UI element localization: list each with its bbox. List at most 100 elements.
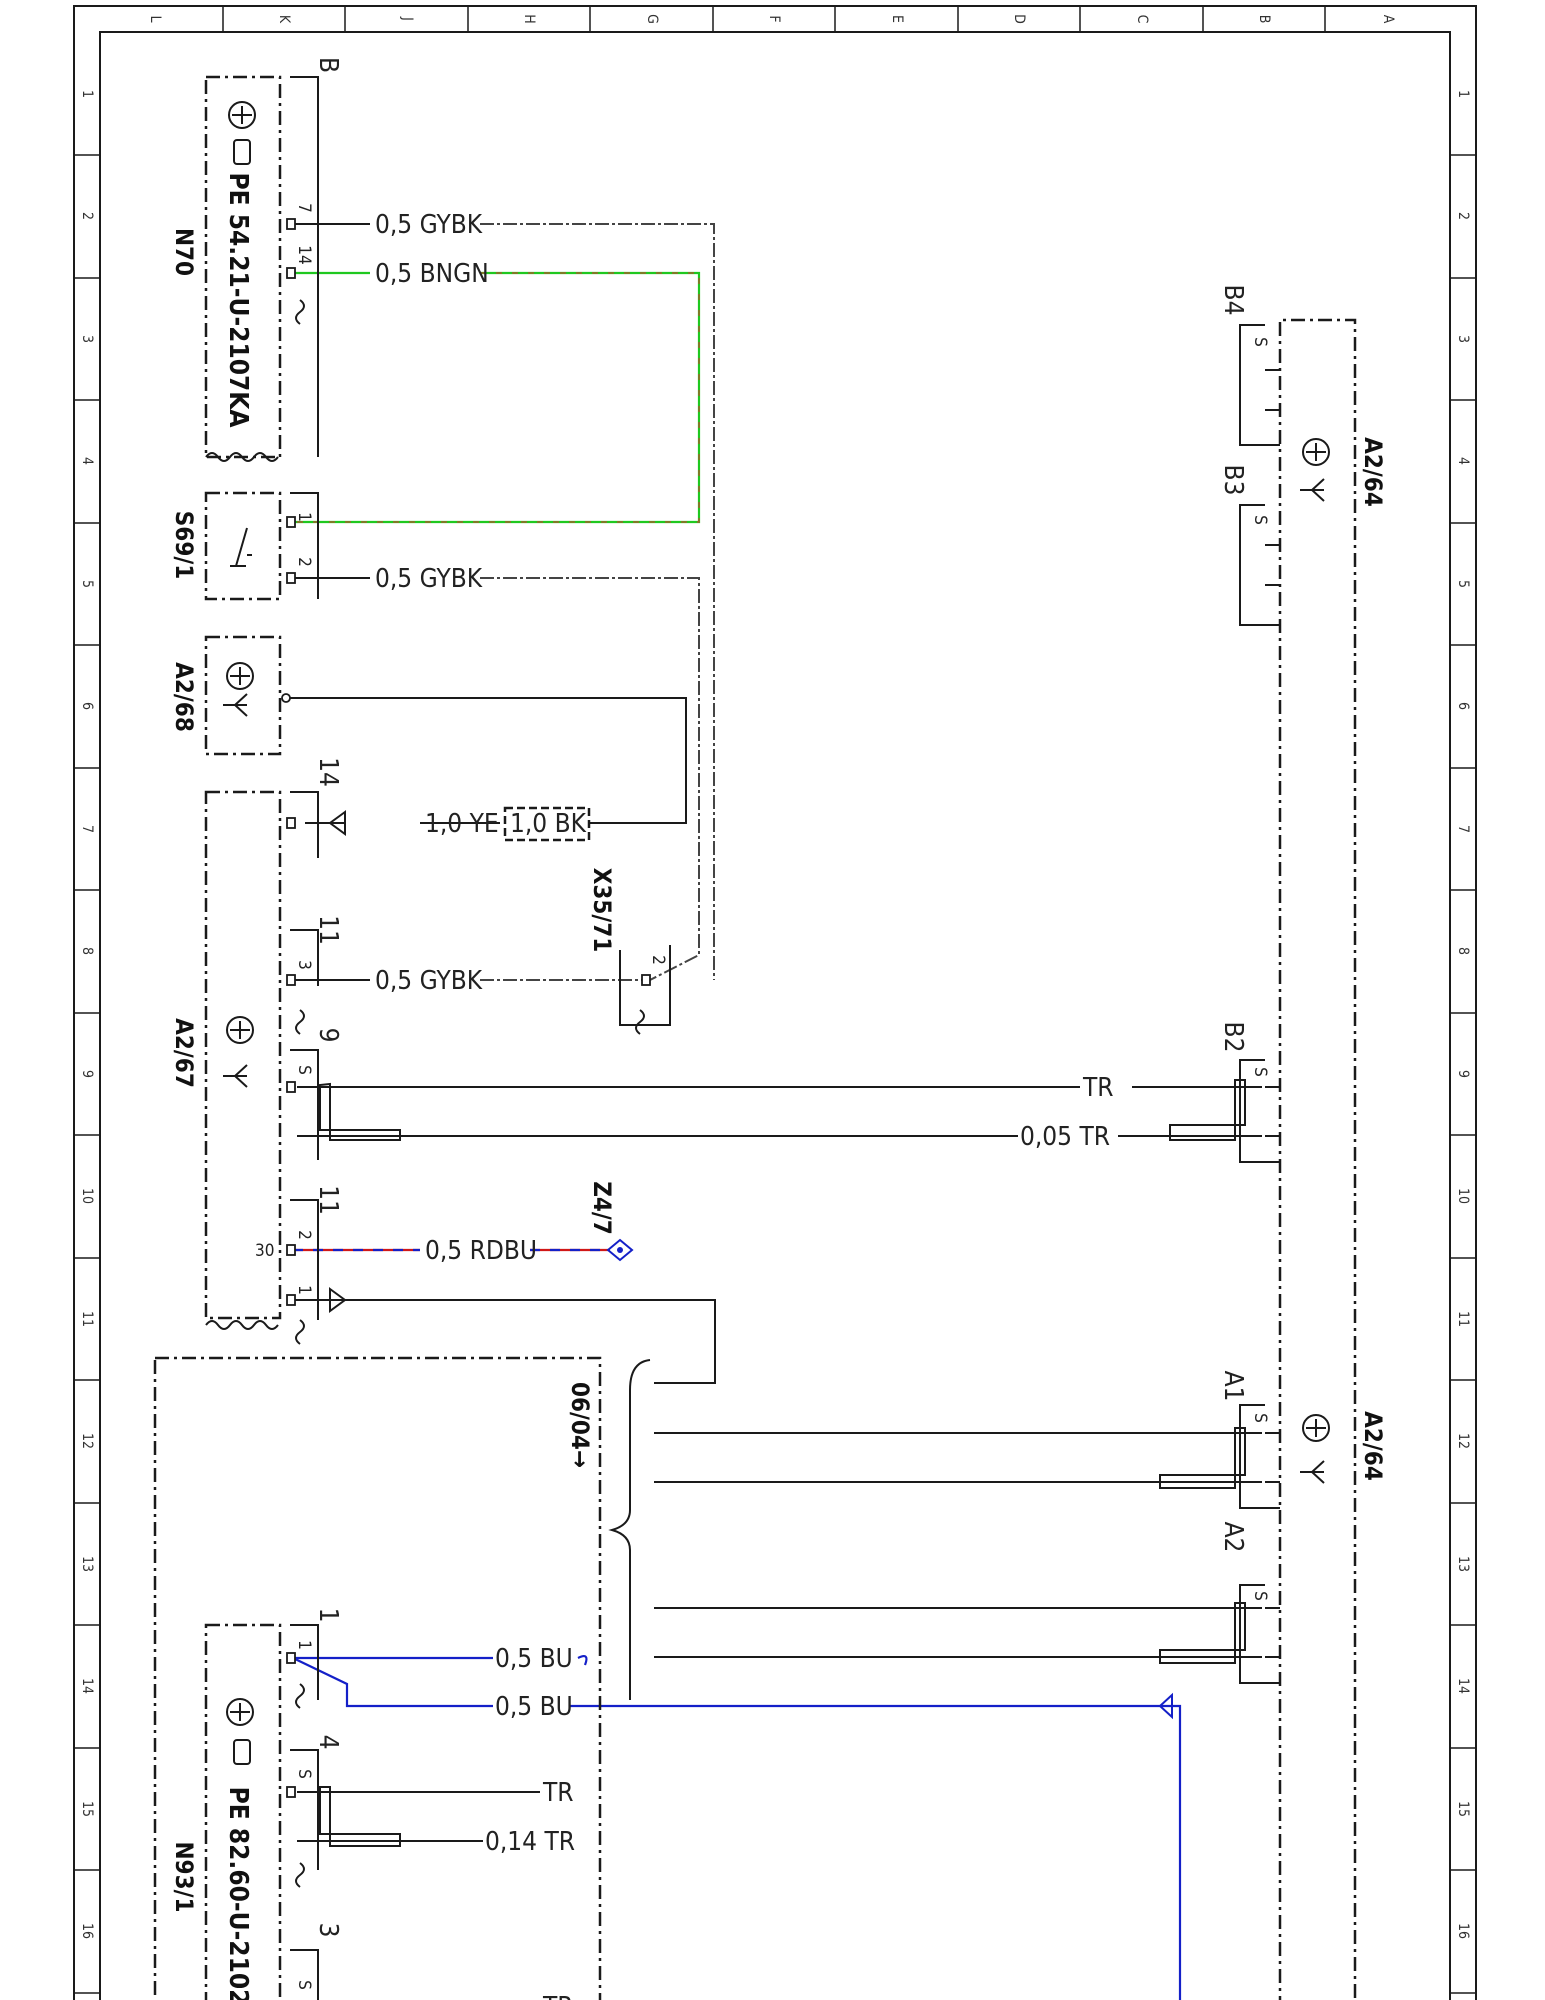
row-label: 14 [79, 1678, 95, 1694]
pin-label: 14 [294, 245, 314, 264]
wire-label: 0,5 RDBU [425, 1236, 537, 1266]
pin-label: S [1250, 1413, 1270, 1423]
row-label: 13 [1455, 1556, 1471, 1572]
wire-label: TR [542, 1778, 574, 1808]
row-label: 6 [79, 702, 95, 710]
row-label: 6 [1455, 702, 1471, 710]
component-label-x3571: X35/71 [588, 868, 616, 953]
row-label: 2 [1455, 212, 1471, 220]
pin-label: S [294, 1980, 314, 1990]
component-boxes [153, 75, 1357, 2000]
wire-label: 0,5 BU [495, 1692, 573, 1722]
pin-label: 1 [294, 512, 314, 522]
wire-n93-tr [297, 1786, 540, 1847]
col-label: C [1134, 15, 1150, 24]
connector-label: 9 [313, 1028, 343, 1043]
a268-box [204, 635, 282, 756]
pin-labels: 7 14 1 2 3 S 2 30 1 2 S S S S S 1 S S [255, 203, 1270, 1990]
pin-label: S [294, 1065, 314, 1075]
row-label: 16 [1455, 1923, 1471, 1939]
pin-label: 1 [294, 1640, 314, 1650]
wire-label: 0,05 TR [1020, 1122, 1110, 1152]
a267-ecu-icon [223, 1016, 254, 1088]
connector-bars [290, 76, 1280, 2000]
wire-n70-14-bngn [293, 271, 701, 524]
wire-bundle [654, 1427, 1262, 1664]
pin-label: 7 [294, 203, 314, 213]
s69-box [204, 491, 282, 601]
wire-n93-bu [292, 1655, 1182, 2000]
bundle-brace [608, 1359, 651, 1700]
connector-labels: B 14 11 9 11 1 4 3 B4 B3 B2 A1 A2 [313, 57, 1248, 1937]
a264-bottom-ecu-icon [1300, 1414, 1330, 1484]
connector-label: B3 [1218, 465, 1248, 496]
row-label: 7 [79, 825, 95, 833]
col-label: E [889, 15, 905, 23]
row-label: 9 [79, 1070, 95, 1078]
col-label: L [147, 15, 163, 22]
component-label-a264-bottom: A2/64 [1359, 1411, 1387, 1481]
col-label: F [766, 15, 782, 22]
component-label-n70-pe: PE 54.21-U-2107KA [223, 173, 253, 428]
connector-label: B [313, 57, 343, 73]
n93-ecu-icon [226, 1698, 254, 1726]
component-label-a268: A2/68 [170, 662, 198, 732]
col-label: A [1380, 15, 1396, 24]
wire-label: 1,0 BK [510, 809, 587, 839]
row-label: 10 [79, 1188, 95, 1204]
arrow-in-icon [329, 1287, 347, 1313]
row-label: 1 [79, 90, 95, 98]
pin-label: S [1250, 1067, 1270, 1077]
connector-label: 1 [313, 1608, 343, 1623]
pin-label: 2 [648, 955, 668, 965]
pin-label: 2 [294, 1230, 314, 1240]
row-label: 9 [1455, 1070, 1471, 1078]
component-label-a267: A2/67 [170, 1018, 198, 1088]
row-label: 15 [79, 1801, 95, 1817]
connector-label: 11 [313, 1185, 343, 1215]
hand-pointer-icon [233, 139, 251, 1765]
connector-label: B4 [1218, 285, 1248, 316]
bus-pin-arrows [1265, 369, 1280, 1658]
row-label: 4 [79, 457, 95, 465]
connector-label: 3 [313, 1923, 343, 1938]
row-label: 5 [1455, 580, 1471, 588]
col-label: D [1011, 14, 1027, 24]
col-label: J [399, 16, 415, 21]
pin-label: S [1250, 337, 1270, 347]
pin-markers [281, 218, 651, 1798]
pin-label: 1 [294, 1285, 314, 1295]
arrow-symbols [328, 810, 1173, 1720]
wire-label: TR [1082, 1073, 1114, 1103]
ground-diamond-icon [606, 1238, 634, 1262]
component-label-n931-pe: PE 82.60-U-2102 [223, 1787, 253, 2000]
a264-top-ecu-icon [1300, 438, 1330, 502]
row-label: 4 [1455, 457, 1471, 465]
row-label: 7 [1455, 825, 1471, 833]
s69-switch-icon [230, 527, 252, 567]
connector-label: B2 [1218, 1022, 1248, 1053]
pin-label: S [1250, 1591, 1270, 1601]
row-label: 1 [1455, 90, 1471, 98]
row-label: 10 [1455, 1188, 1471, 1204]
wire-tr-pair-a267 [297, 1079, 1262, 1141]
symbol-icons [223, 101, 1330, 1765]
arrow-in-icon [1158, 1692, 1173, 1720]
wire-labels: 0,5 GYBK 0,5 BNGN 0,5 GYBK 1,0 YE 1,0 BK… [375, 210, 1114, 2000]
component-label-date: 06/04→ [566, 1382, 594, 1468]
n931-box [204, 1623, 282, 2000]
grid-row-labels: 1 2 3 4 5 6 7 8 9 10 11 12 13 14 15 16 1… [79, 90, 1471, 1939]
connector-label: A2 [1218, 1522, 1248, 1553]
bk-dashed-box [503, 806, 591, 842]
wire-label: 0,5 BU [495, 1644, 573, 1674]
row-label: 2 [79, 212, 95, 220]
a268-ecu-icon [223, 662, 254, 717]
component-label-s69: S69/1 [170, 511, 198, 580]
wire-label: 0,14 TR [485, 1827, 575, 1857]
wire-n70-7-gybk [293, 223, 715, 980]
wire-a268-a267 [287, 697, 687, 824]
wire-label: 0,5 GYBK [375, 966, 483, 996]
pin-label: S [1250, 515, 1270, 525]
connector-label: 11 [313, 915, 343, 945]
